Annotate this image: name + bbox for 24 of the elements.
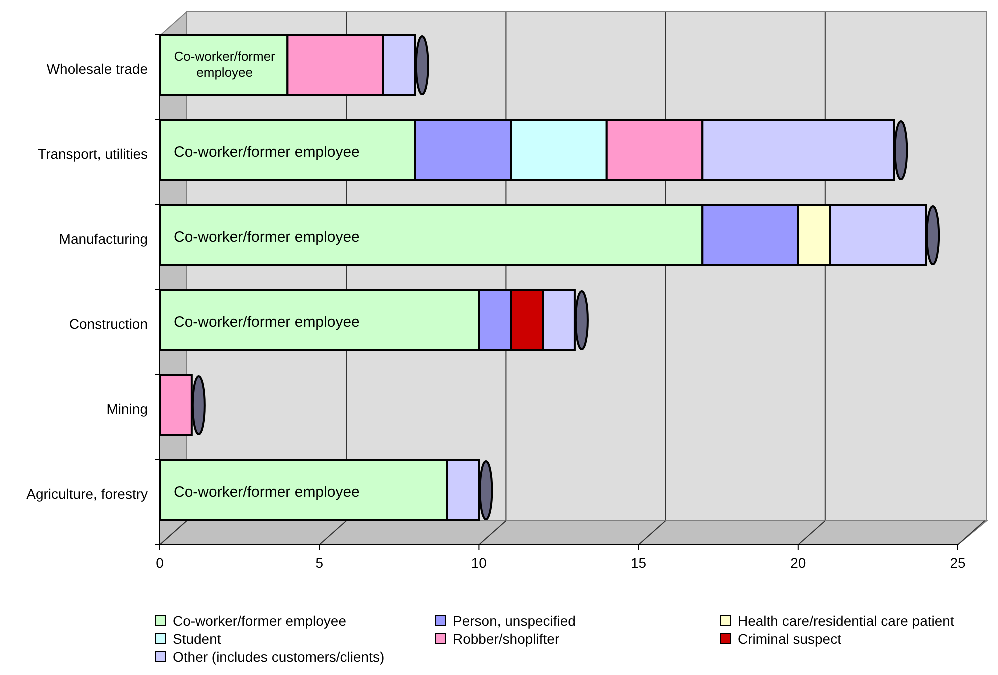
data-label: Co-worker/former employee xyxy=(173,48,276,80)
data-label: Co-worker/former employee xyxy=(174,314,360,332)
legend-label: Health care/residential care patient xyxy=(738,612,954,628)
tick-label: 20 xyxy=(790,555,808,571)
category-label: Wholesale trade xyxy=(46,60,148,76)
category-label: Construction xyxy=(69,316,148,332)
tick-label: 15 xyxy=(630,555,648,571)
tick-label: 25 xyxy=(949,555,967,571)
category-label: Agriculture, forestry xyxy=(26,486,148,502)
category-label: Mining xyxy=(106,400,148,416)
legend-label: Student xyxy=(173,630,222,646)
legend-label: Other (includes customers/clients) xyxy=(173,648,385,664)
legend-label: Person, unspecified xyxy=(453,612,576,628)
tick-label: 5 xyxy=(314,555,324,571)
data-label: Co-worker/former employee xyxy=(174,144,360,162)
legend-label: Robber/shoplifter xyxy=(453,630,560,646)
category-label: Transport, utilities xyxy=(38,146,148,162)
category-label: Manufacturing xyxy=(59,230,148,246)
legend-label: Criminal suspect xyxy=(738,630,842,646)
tick-label: 0 xyxy=(155,555,165,571)
data-label: Co-worker/former employee xyxy=(174,484,360,502)
legend-label: Co-worker/former employee xyxy=(173,612,346,628)
tick-label: 10 xyxy=(470,555,488,571)
data-label: Co-worker/former employee xyxy=(174,228,360,246)
